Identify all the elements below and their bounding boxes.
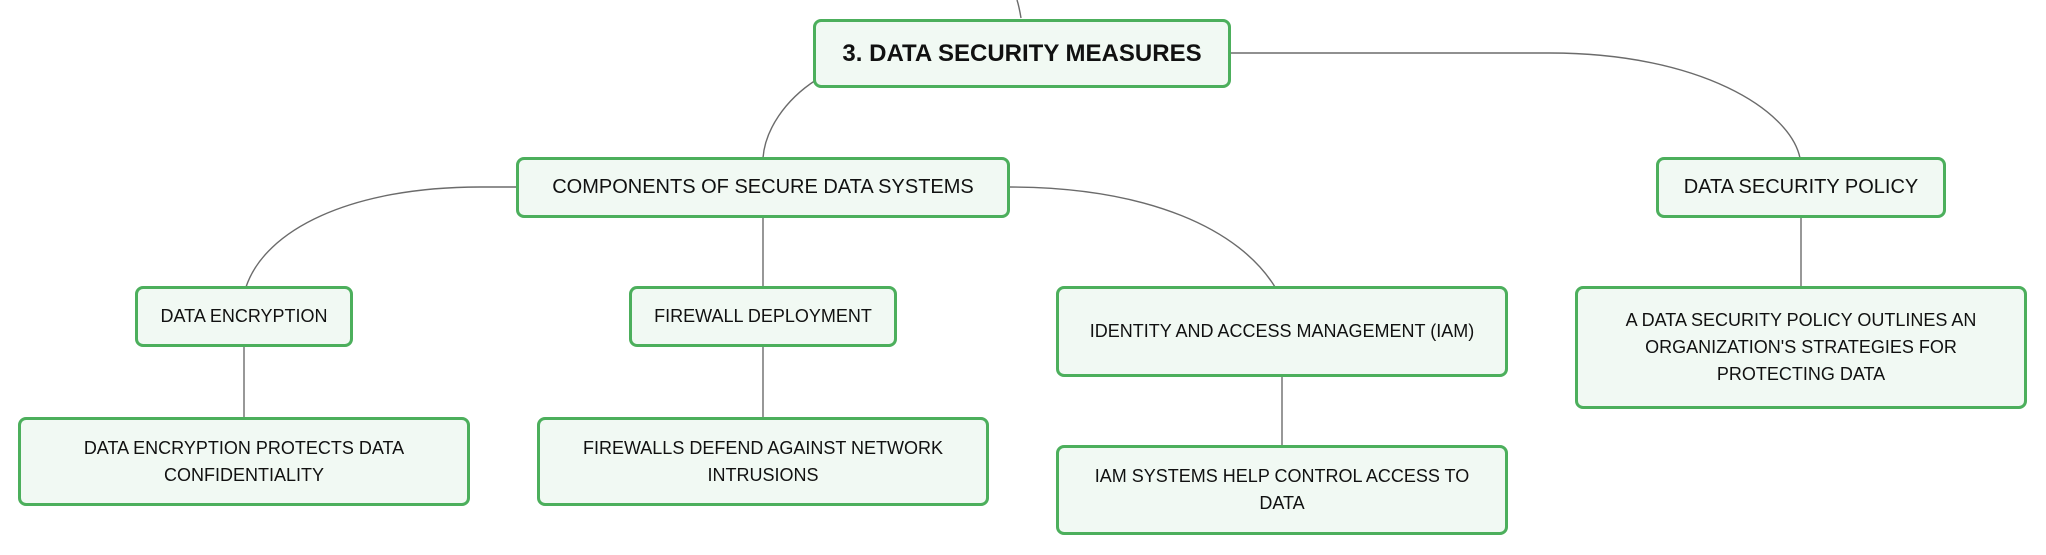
firewall-node-label: FIREWALL DEPLOYMENT bbox=[654, 306, 872, 326]
root-node-label: 3. DATA SECURITY MEASURES bbox=[842, 40, 1202, 67]
firewall-detail-node[interactable]: FIREWALLS DEFEND AGAINST NETWORK INTRUSI… bbox=[537, 417, 989, 506]
components-node-label: COMPONENTS OF SECURE DATA SYSTEMS bbox=[552, 176, 974, 198]
iam-detail-node[interactable]: IAM SYSTEMS HELP CONTROL ACCESS TO DATA bbox=[1056, 445, 1508, 535]
connector-root-to-components bbox=[762, 79, 817, 159]
encryption-node-label: DATA ENCRYPTION bbox=[160, 306, 328, 326]
iam-node[interactable]: IDENTITY AND ACCESS MANAGEMENT (IAM) bbox=[1056, 286, 1508, 377]
policy-node-label: DATA SECURITY POLICY bbox=[1683, 176, 1919, 198]
connector-components-to-iam bbox=[1007, 186, 1276, 288]
encryption-detail-text: DATA ENCRYPTION PROTECTS DATA CONFIDENTI… bbox=[83, 437, 405, 485]
firewall-detail-text: FIREWALLS DEFEND AGAINST NETWORK INTRUSI… bbox=[582, 437, 944, 485]
connector-root-to-policy bbox=[1230, 52, 1801, 159]
firewall-node[interactable]: FIREWALL DEPLOYMENT bbox=[629, 286, 897, 347]
connector-components-to-encryption bbox=[245, 186, 518, 288]
root-node[interactable]: 3. DATA SECURITY MEASURES bbox=[813, 19, 1231, 88]
encryption-node[interactable]: DATA ENCRYPTION bbox=[135, 286, 353, 347]
connector-parent-to-root bbox=[1016, 0, 1022, 19]
components-node[interactable]: COMPONENTS OF SECURE DATA SYSTEMS bbox=[516, 157, 1010, 218]
policy-detail-text: A DATA SECURITY POLICY OUTLINES AN ORGAN… bbox=[1625, 310, 1977, 384]
policy-node[interactable]: DATA SECURITY POLICY bbox=[1656, 157, 1946, 218]
encryption-detail-node[interactable]: DATA ENCRYPTION PROTECTS DATA CONFIDENTI… bbox=[18, 417, 470, 506]
iam-node-label: IDENTITY AND ACCESS MANAGEMENT (IAM) bbox=[1089, 321, 1475, 341]
iam-detail-text: IAM SYSTEMS HELP CONTROL ACCESS TO DATA bbox=[1094, 466, 1470, 513]
policy-detail-node[interactable]: A DATA SECURITY POLICY OUTLINES AN ORGAN… bbox=[1575, 286, 2027, 409]
